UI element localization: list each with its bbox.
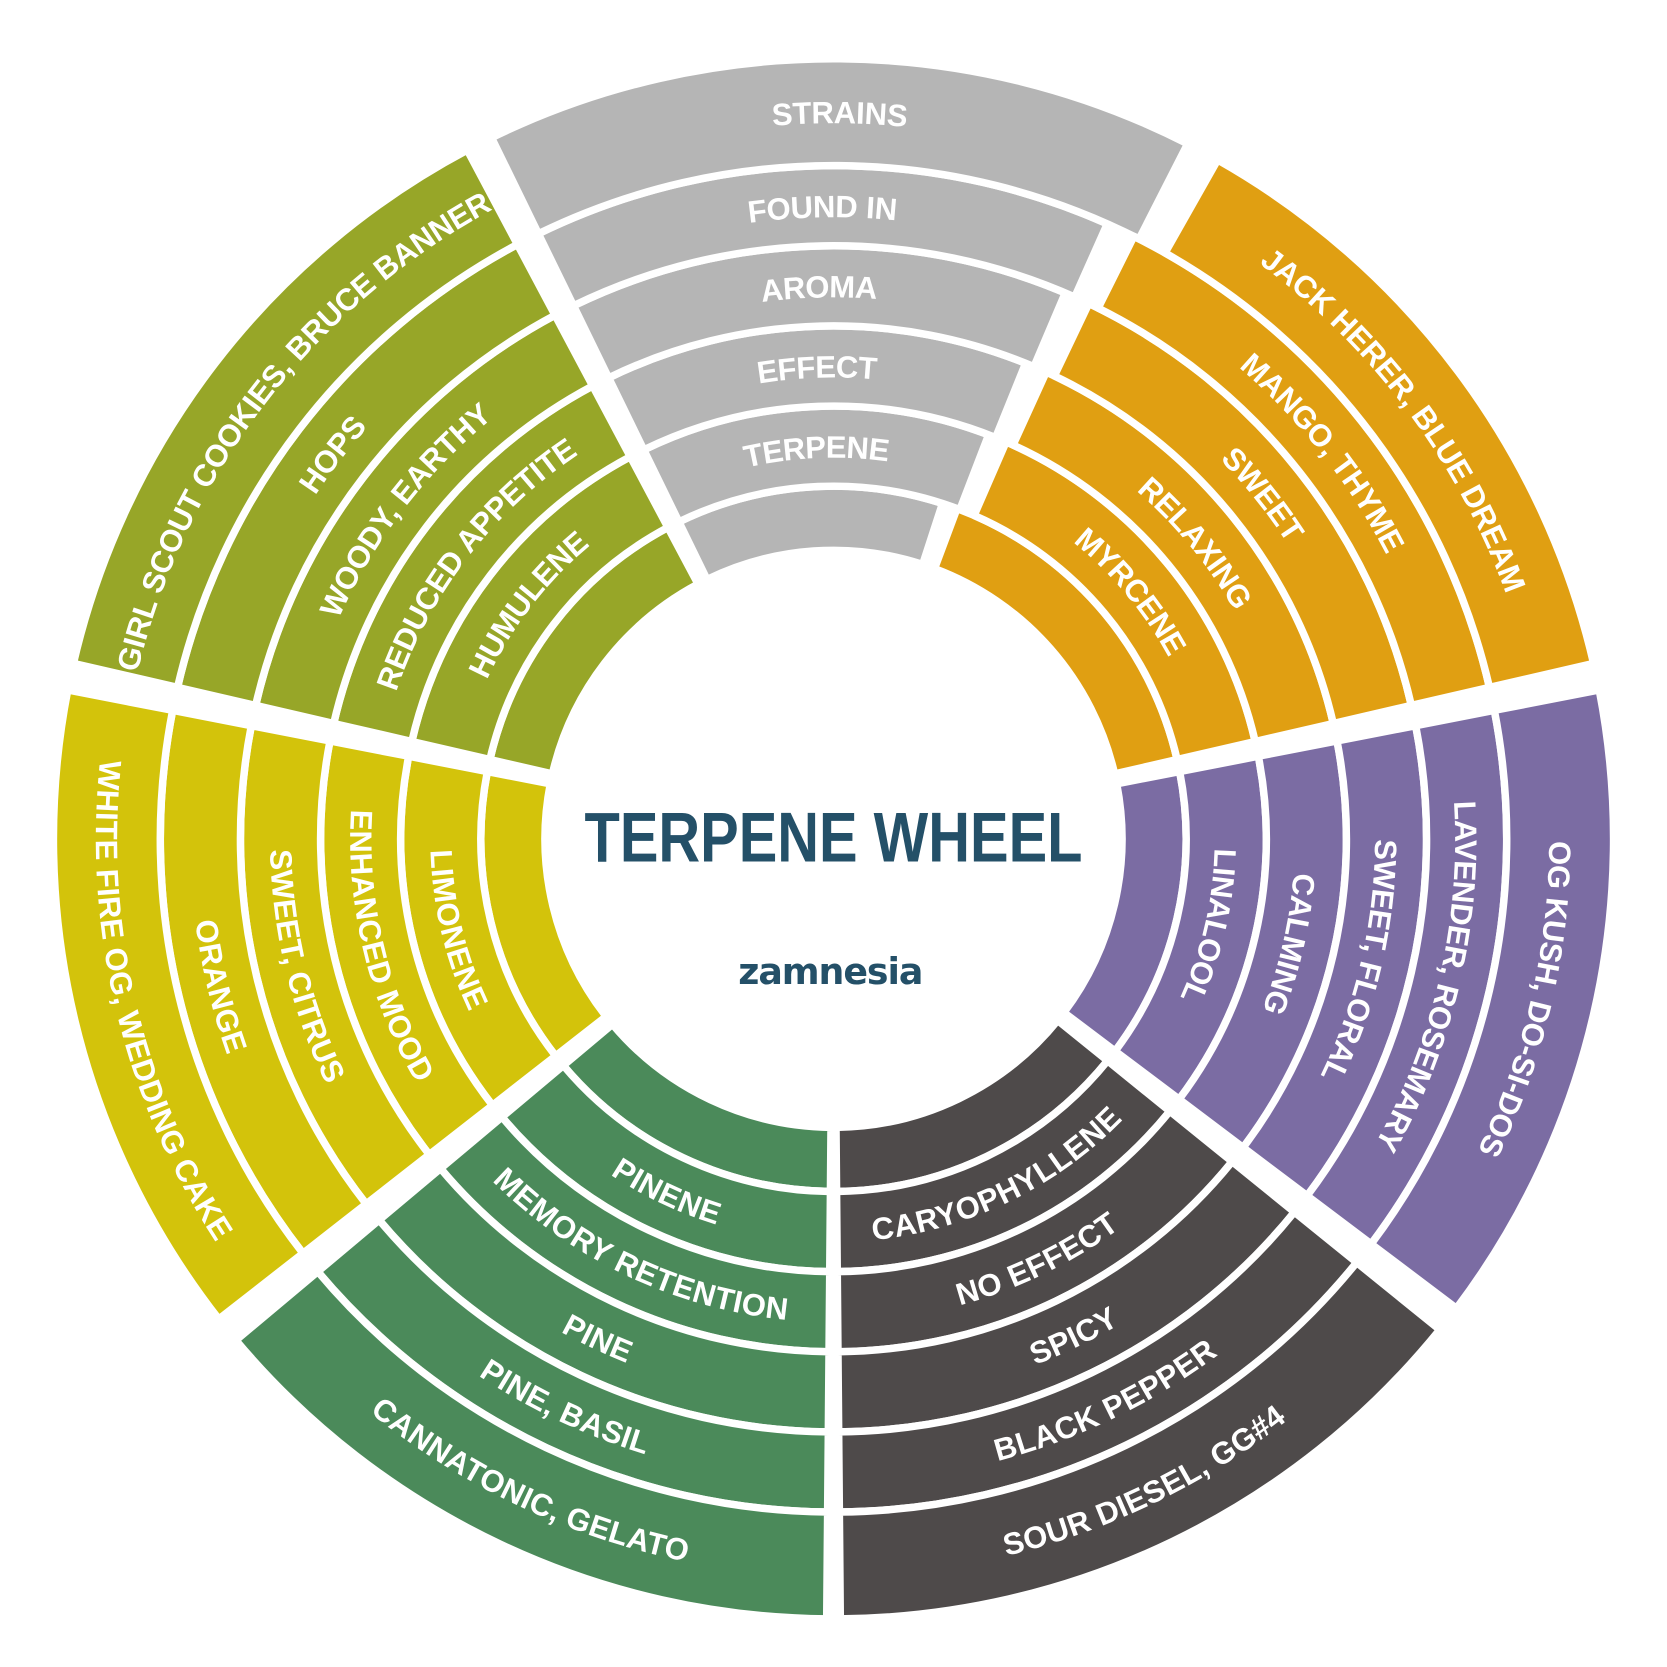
segment-caryophyllene-band: [835, 1258, 1444, 1623]
segment-pinene-band: [232, 1267, 832, 1623]
header-label-4-text: STRAINS: [771, 95, 910, 134]
segment-humulene-band: [69, 146, 522, 692]
header-label-3: FOUND IN: [746, 189, 899, 230]
center: TERPENE WHEEL zamnesia: [547, 552, 1120, 1126]
header-label-1: EFFECT: [755, 349, 879, 390]
center-circle: [547, 552, 1120, 1126]
header-label-2: AROMA: [759, 269, 879, 309]
header-label-3-text: FOUND IN: [746, 189, 899, 230]
header-label-4: STRAINS: [771, 95, 910, 134]
segment-linalool-band: [1367, 686, 1618, 1313]
header-band: [487, 55, 1192, 243]
segment-limonene-band: [49, 686, 307, 1323]
zamnesia-logo: zamnesia: [738, 950, 922, 993]
header-label-1-text: EFFECT: [755, 349, 879, 390]
segment-myrcene-band: [1161, 156, 1598, 692]
wheel-segments: [49, 55, 1618, 1623]
page-title: TERPENE WHEEL: [585, 798, 1083, 877]
header-label-2-text: AROMA: [759, 269, 879, 309]
